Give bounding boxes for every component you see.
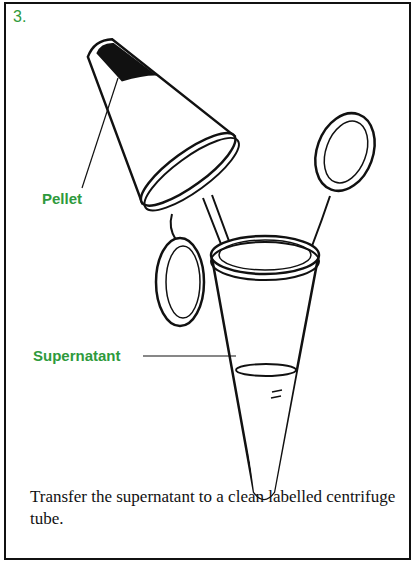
step-number: 3. (13, 8, 26, 26)
tube-lid (156, 214, 204, 326)
caption: Transfer the supernatant to a clean labe… (30, 486, 402, 530)
pellet (95, 30, 157, 97)
panel-border (5, 3, 410, 559)
part-label: Pellet (42, 190, 82, 207)
leader-line (82, 78, 118, 188)
part-label: Supernatant (33, 347, 121, 364)
receiving-tube (211, 105, 385, 499)
tilted-tube (51, 10, 248, 221)
liquid-surface (236, 364, 296, 376)
leader-line (143, 355, 236, 356)
